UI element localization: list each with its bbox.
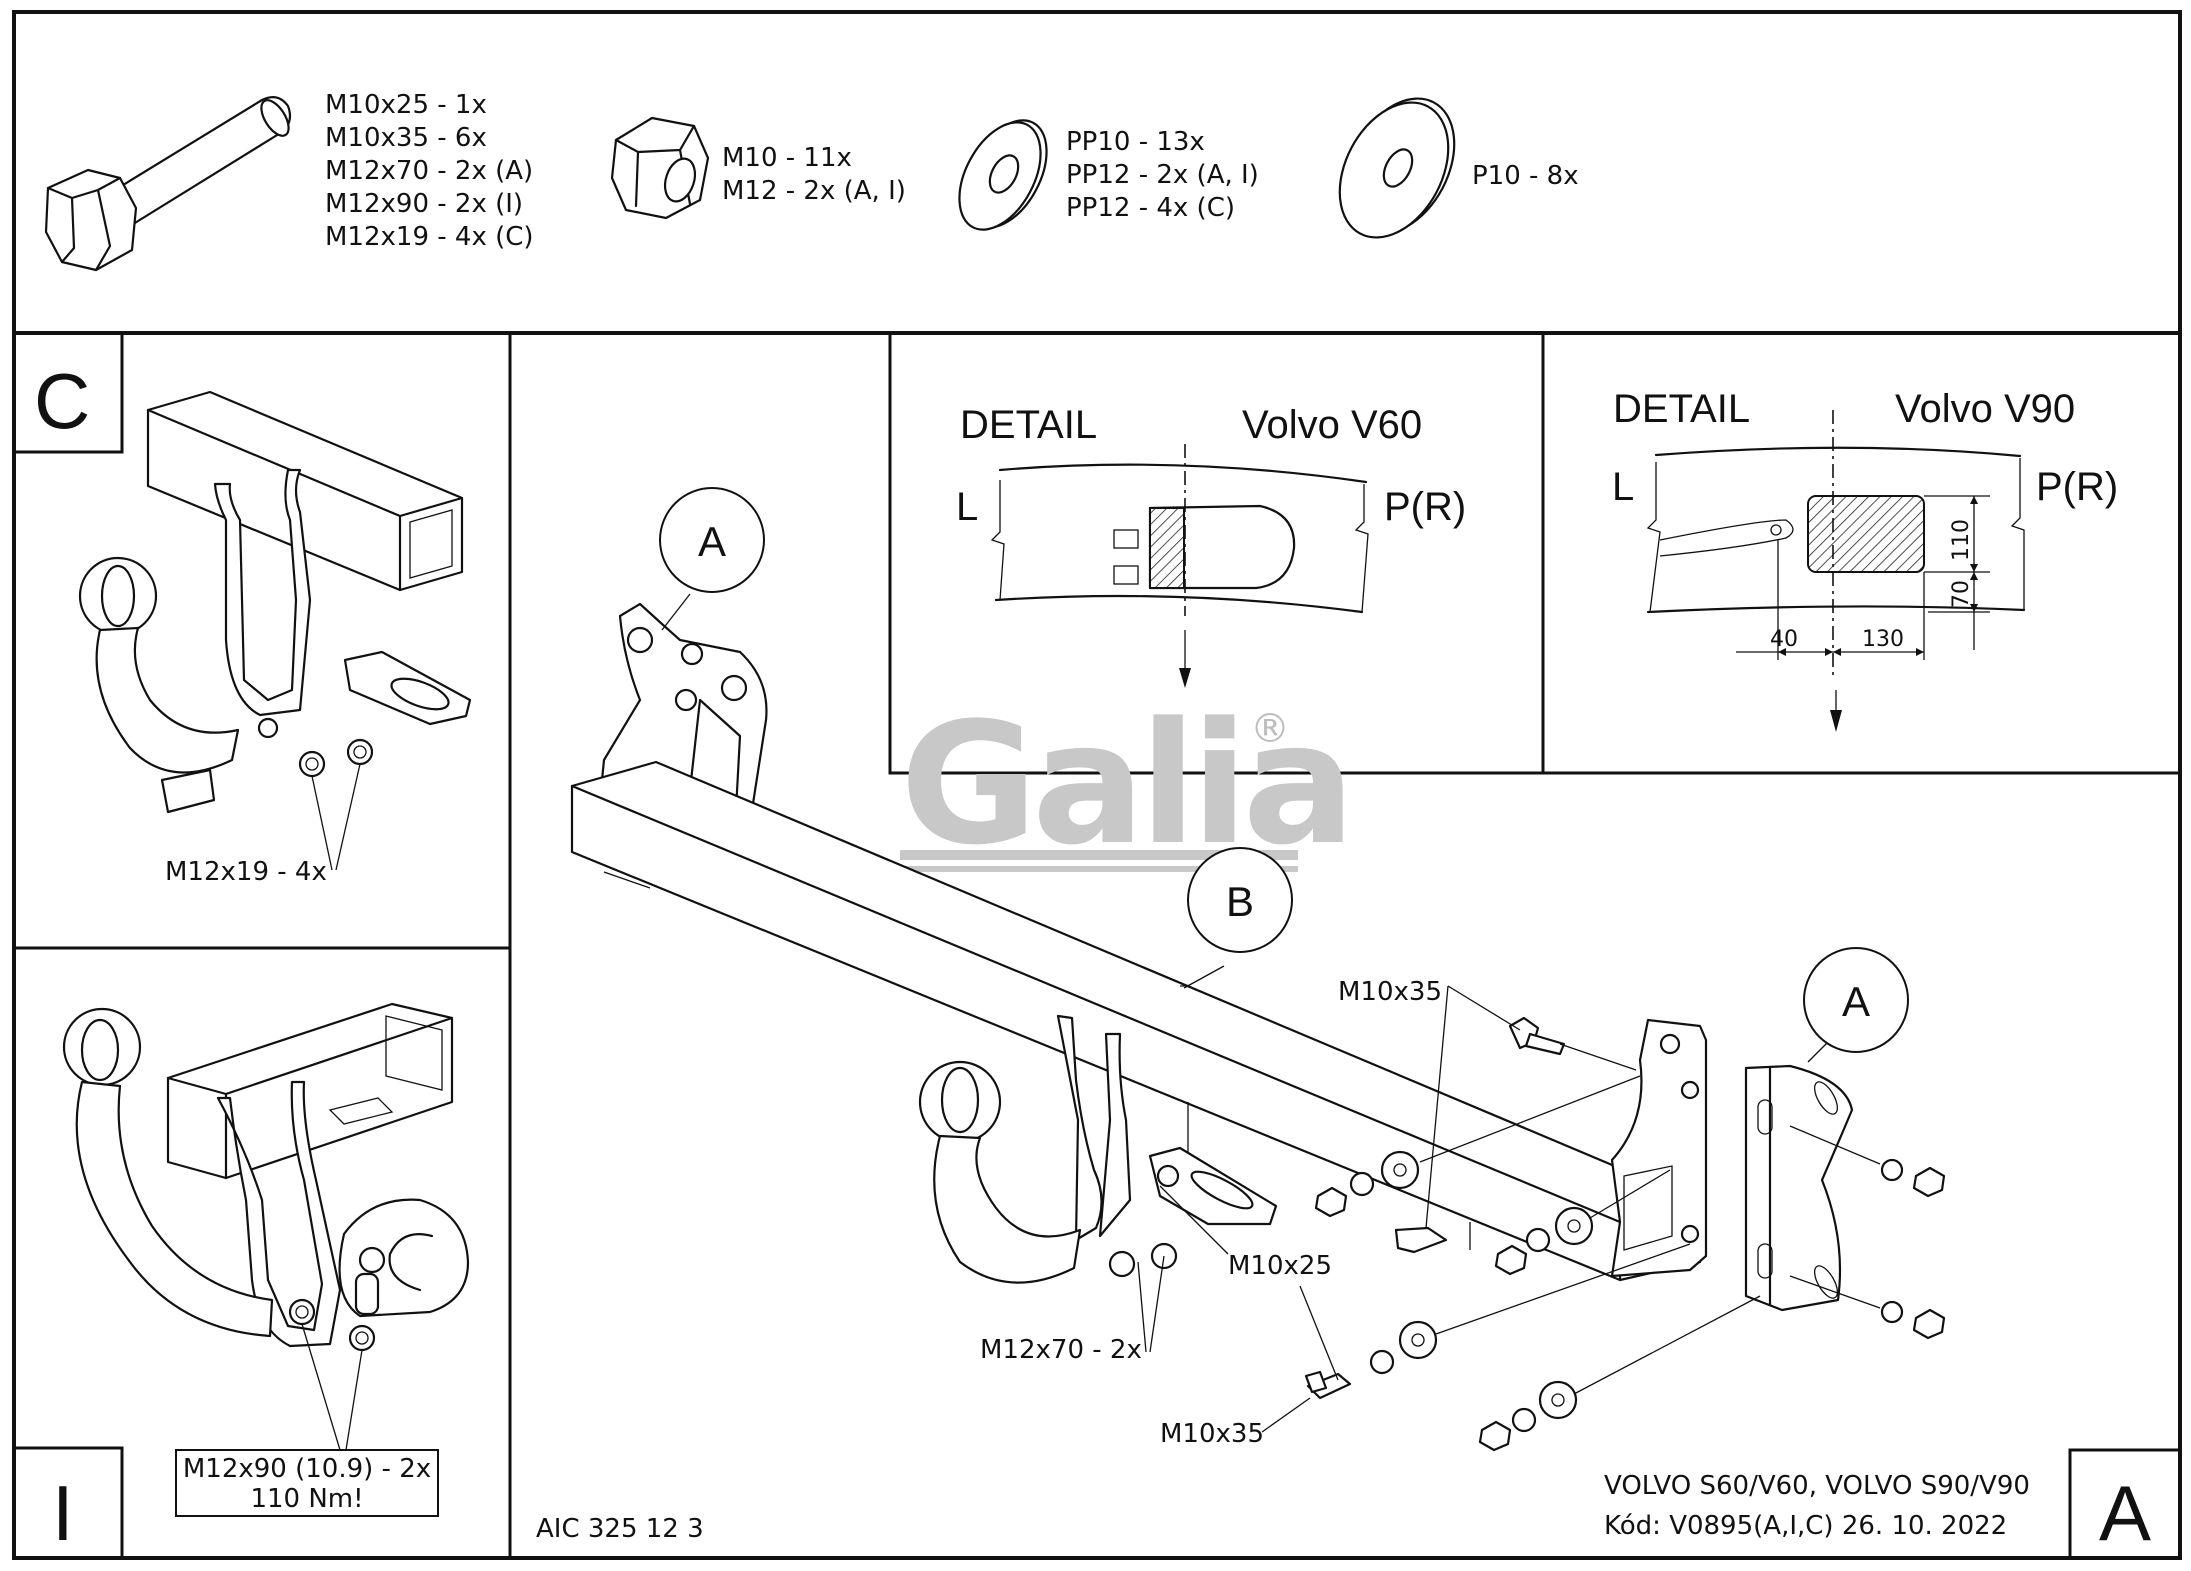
galia-logo: Galia ®: [900, 686, 1356, 882]
svg-text:I: I: [52, 1469, 74, 1557]
svg-text:A: A: [2099, 1469, 2151, 1557]
svg-text:P(R): P(R): [1384, 485, 1466, 529]
washer-large-size: P10 - 8x: [1472, 161, 1579, 191]
callout-a-left: A: [659, 487, 765, 593]
svg-text:40: 40: [1770, 627, 1798, 652]
svg-text:A: A: [1842, 978, 1870, 1025]
svg-text:P(R): P(R): [2036, 465, 2118, 509]
detail-v60-box: [888, 333, 2180, 775]
svg-text:DETAIL: DETAIL: [1613, 387, 1750, 431]
washer-small-icon: [958, 119, 1048, 231]
detail-v60: DETAIL Volvo V60 L P(R): [956, 403, 1466, 688]
drawing-frame: [12, 10, 2182, 1560]
svg-text:Volvo V90: Volvo V90: [1895, 387, 2075, 431]
svg-text:M10x35 - 6x: M10x35 - 6x: [325, 123, 487, 153]
svg-text:M12x70 - 2x (A): M12x70 - 2x (A): [325, 156, 533, 186]
bolt-sizes: M10x25 - 1x M10x35 - 6x M12x70 - 2x (A) …: [325, 90, 534, 252]
detail-v90: DETAIL Volvo V90 L P(R) 110 70 40 130: [1612, 387, 2118, 732]
label-m10x25: M10x25: [1228, 1251, 1332, 1281]
svg-text:PP10 - 13x: PP10 - 13x: [1066, 127, 1205, 157]
footer-letter-box: A: [2068, 1448, 2180, 1558]
drawing-code: AIC 325 12 3: [536, 1514, 704, 1544]
washer-small-sizes: PP10 - 13x PP12 - 2x (A, I) PP12 - 4x (C…: [1066, 127, 1259, 223]
svg-text:DETAIL: DETAIL: [960, 403, 1097, 447]
svg-text:L: L: [956, 485, 978, 529]
svg-text:PP12 - 4x (C): PP12 - 4x (C): [1066, 193, 1235, 223]
callout-b: B: [1187, 847, 1293, 953]
svg-text:130: 130: [1862, 627, 1904, 652]
svg-text:PP12 - 2x (A, I): PP12 - 2x (A, I): [1066, 160, 1259, 190]
panel-c-towbar-illustration: [78, 390, 472, 871]
callout-a-right: A: [1803, 947, 1909, 1053]
svg-text:M12x19 - 4x (C): M12x19 - 4x (C): [325, 222, 534, 252]
svg-text:M12x90 (10.9) - 2x: M12x90 (10.9) - 2x: [183, 1454, 431, 1484]
bolt-icon: [44, 95, 292, 272]
main-assembly: [570, 593, 1946, 1452]
svg-text:M10 - 11x: M10 - 11x: [722, 143, 852, 173]
washer-large-icon: [1338, 97, 1456, 239]
panel-c-bolt-label: M12x19 - 4x: [165, 857, 327, 887]
svg-text:M10x25 - 1x: M10x25 - 1x: [325, 90, 487, 120]
panel-i-bolt-label: M12x90 (10.9) - 2x 110 Nm!: [175, 1449, 439, 1517]
svg-text:A: A: [698, 518, 726, 565]
svg-text:110: 110: [1949, 519, 1974, 561]
kod-and-date: Kód: V0895(A,I,C) 26. 10. 2022: [1604, 1511, 2007, 1541]
panel-i-letter-box: I: [14, 1446, 124, 1558]
svg-text:Galia: Galia: [900, 686, 1350, 882]
nut-icon: [610, 116, 710, 220]
svg-text:M12 - 2x (A, I): M12 - 2x (A, I): [722, 176, 906, 206]
label-m10x35-bottom: M10x35: [1160, 1419, 1264, 1449]
panel-c-letter-box: C: [14, 333, 124, 454]
svg-text:®: ®: [1250, 706, 1290, 752]
panel-i-towbar-illustration: [62, 1002, 470, 1451]
label-m12x70: M12x70 - 2x: [980, 1335, 1142, 1365]
vehicle-models: VOLVO S60/V60, VOLVO S90/V90: [1604, 1471, 2030, 1501]
label-m10x35-top: M10x35: [1338, 977, 1442, 1007]
nut-sizes: M10 - 11x M12 - 2x (A, I): [722, 143, 906, 206]
svg-text:C: C: [34, 357, 90, 445]
svg-text:M12x90 - 2x (I): M12x90 - 2x (I): [325, 189, 523, 219]
svg-text:110 Nm!: 110 Nm!: [250, 1484, 363, 1514]
svg-text:70: 70: [1949, 580, 1974, 608]
svg-text:Volvo V60: Volvo V60: [1242, 403, 1422, 447]
svg-text:L: L: [1612, 465, 1634, 509]
svg-text:B: B: [1226, 878, 1254, 925]
